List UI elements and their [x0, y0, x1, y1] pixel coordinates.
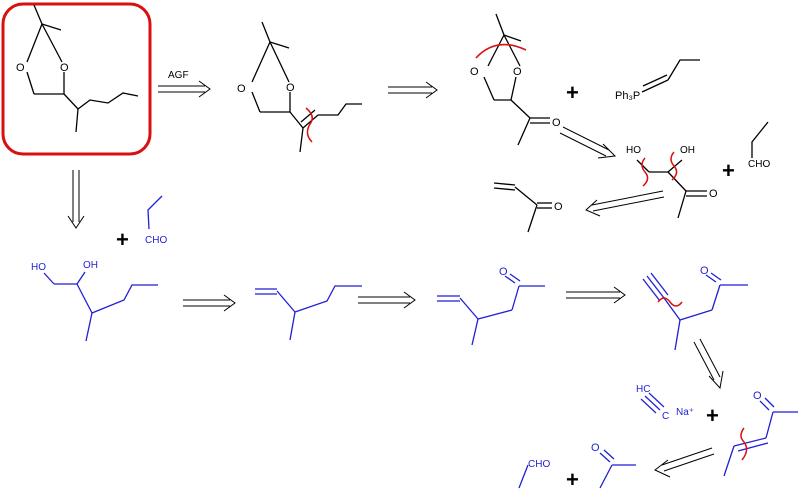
disconnection-mark: [475, 43, 527, 59]
alkene-dioxolane-molecule: [251, 21, 362, 153]
atom-label: OH: [680, 145, 695, 156]
retro-arrow: [67, 170, 85, 229]
retro-arrow: [654, 447, 715, 478]
formyl-label: CHO: [528, 459, 550, 470]
atom-label: O: [700, 265, 709, 277]
sodium-cation-label: Na⁺: [676, 407, 694, 418]
retro-arrow: [693, 338, 724, 390]
plus-sign: +: [566, 467, 579, 492]
atom-label: O: [470, 66, 479, 78]
formyl-label: CHO: [748, 159, 770, 170]
atom-label: O: [552, 117, 561, 129]
formyl-label: CHO: [145, 235, 167, 246]
atom-label: O: [753, 390, 762, 402]
atom-label: HO: [626, 145, 641, 156]
atom-label: O: [237, 83, 246, 95]
blue-diol-molecule: [43, 271, 158, 342]
acetylide-c-label: C: [662, 411, 669, 422]
disconnection-mark: [305, 107, 313, 143]
methyl-vinyl-ketone-molecule: [493, 182, 552, 233]
retro-arrow: [158, 80, 211, 98]
acetylide-triple-bond: [640, 392, 665, 414]
acetone-molecule: [599, 449, 636, 489]
ylide-chain: [641, 59, 700, 93]
propanal-molecule-blue: [147, 195, 163, 230]
blue-ynone-molecule: [642, 272, 748, 351]
atom-label: O: [709, 188, 718, 200]
retro-arrow: [585, 190, 665, 217]
plus-sign: +: [706, 403, 719, 428]
retro-arrow: [559, 126, 617, 159]
blue-methylenone-molecule: [723, 397, 798, 477]
plus-sign: +: [116, 227, 129, 252]
atom-label: HO: [31, 262, 46, 273]
ylide-label: Ph₃P: [615, 90, 640, 102]
atom-label: OH: [83, 260, 98, 271]
plus-sign: +: [722, 158, 735, 183]
disconnection-mark: [657, 297, 683, 307]
atom-label: O: [554, 201, 563, 213]
blue-enone-molecule: [437, 273, 545, 346]
acetaldehyde-molecule: [518, 464, 529, 489]
atom-label: O: [60, 62, 69, 74]
agf-label: AGF: [168, 70, 189, 81]
blue-diene-molecule: [255, 285, 362, 341]
disconnection-mark: [641, 157, 649, 187]
retro-arrow: [388, 81, 438, 99]
atom-label: O: [16, 62, 25, 74]
ketone-dioxolane-molecule: [483, 13, 550, 146]
atom-label: O: [591, 442, 600, 454]
retro-arrow: [358, 291, 416, 309]
atom-label: O: [513, 66, 522, 78]
diol-ketone-molecule: [636, 159, 707, 219]
atom-label: O: [499, 266, 508, 278]
target-highlight-box: [1, 2, 152, 156]
atom-label: O: [286, 82, 295, 94]
retro-arrow: [566, 286, 626, 304]
target-dioxolane-molecule: [26, 4, 139, 133]
propanal-molecule: [751, 121, 769, 158]
acetylide-hc-label: HC: [636, 384, 650, 395]
disconnection-mark: [670, 151, 678, 181]
plus-sign: +: [566, 80, 579, 105]
disconnection-mark: [740, 427, 748, 461]
retro-arrow: [183, 294, 236, 312]
